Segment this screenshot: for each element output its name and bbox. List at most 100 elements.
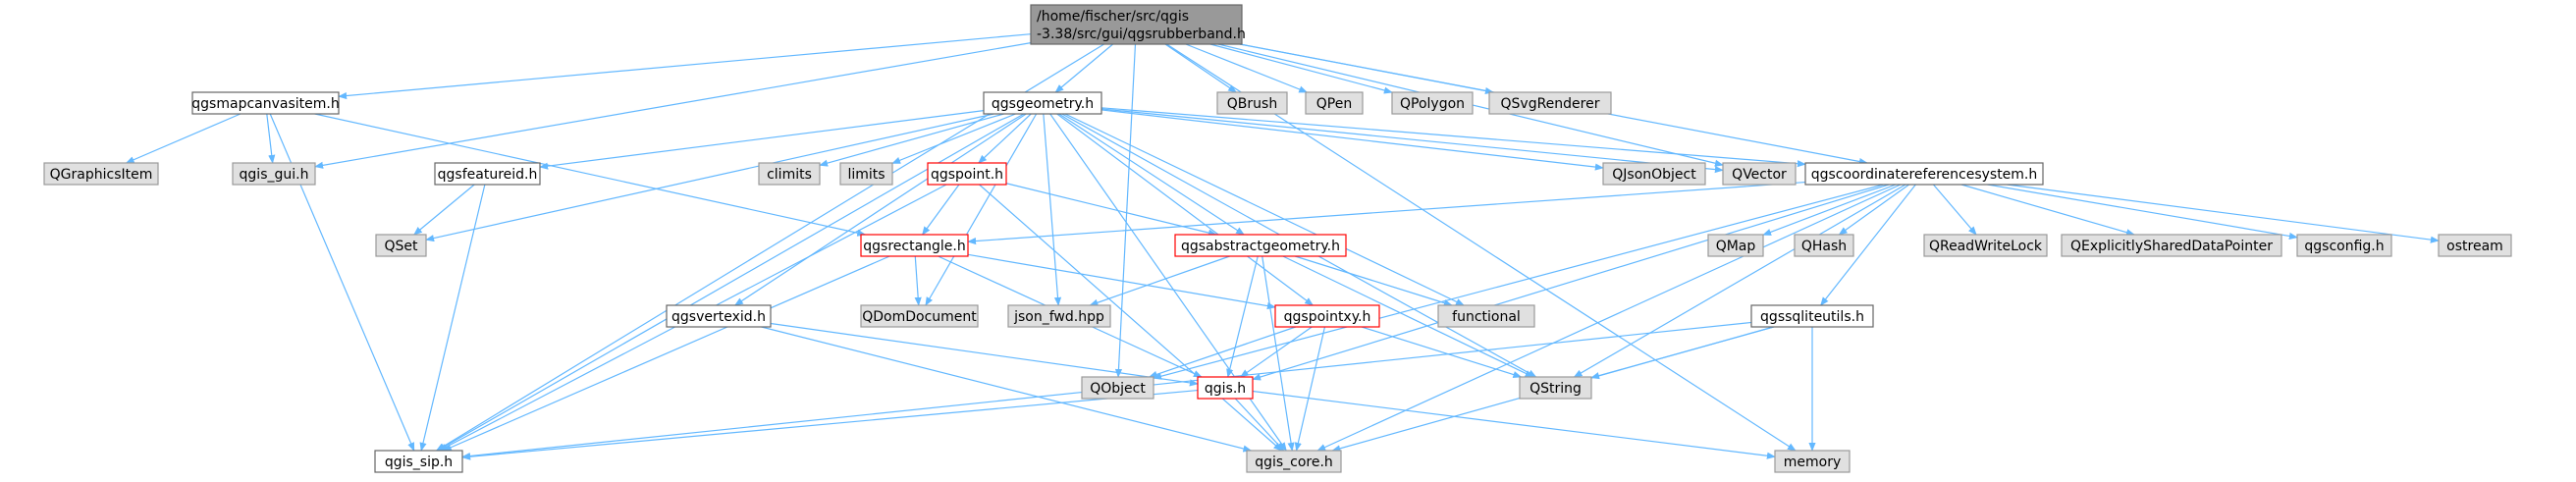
node-qgsrectangle[interactable]: qgsrectangle.h (860, 234, 969, 257)
node-QVector: QVector (1722, 162, 1797, 186)
node-box (983, 91, 1102, 115)
node-label: QExplicitlySharedDataPointer (2070, 239, 2273, 254)
edge-root-to-qgis_gui (314, 42, 1032, 169)
node-memory: memory (1774, 450, 1851, 473)
node-qgsvertexid[interactable]: qgsvertexid.h (666, 304, 772, 328)
node-QDomDocument: QDomDocument (860, 304, 979, 328)
edge-qgscrs-to-qgsconfig (1987, 184, 2298, 240)
node-qgspointxy[interactable]: qgspointxy.h (1274, 304, 1380, 328)
node-QReadWriteLock: QReadWriteLock (1923, 234, 2048, 257)
node-box (860, 304, 979, 328)
node-label: qgsabstractgeometry.h (1181, 239, 1340, 254)
node-box (1174, 234, 1347, 257)
node-QHash: QHash (1794, 234, 1854, 257)
edge-qgsgeometry-to-qgscrs (1100, 107, 1806, 168)
node-label: QPen (1316, 96, 1352, 112)
node-qgsmapcanvasitem[interactable]: qgsmapcanvasitem.h (191, 91, 340, 115)
edge-qgscrs-to-qgsrectangle (967, 181, 1806, 245)
edge-qgsabstractgeometry-to-qgis (1226, 255, 1259, 378)
edge-root-to-QPen (1185, 43, 1309, 93)
edge-qgis-to-memory (1252, 390, 1776, 459)
node-box (43, 162, 159, 186)
node-label: QSvgRenderer (1501, 96, 1600, 112)
edge-qgsrectangle-to-qgspointxy (967, 253, 1276, 310)
node-box (434, 162, 541, 186)
node-box (1750, 304, 1874, 328)
edge-qgscrs-to-qgis_core (1316, 184, 1902, 452)
edge-root-to-qgsgeometry (1054, 43, 1114, 93)
node-label: QMap (1716, 239, 1756, 254)
node-box (1246, 450, 1342, 473)
edge-qgsgeometry-to-qgsfeatureid (539, 110, 985, 170)
node-qgssqliteutils[interactable]: qgssqliteutils.h (1750, 304, 1874, 328)
node-box (2296, 234, 2392, 257)
node-QGraphicsItem: QGraphicsItem (43, 162, 159, 186)
node-label: ostream (2446, 239, 2503, 254)
edge-qgsgeometry-to-QJsonObject (1100, 109, 1604, 171)
node-json_fwd: json_fwd.hpp (1007, 304, 1111, 328)
edge-qgscrs-to-qgis (1252, 184, 1890, 381)
node-qgis_sip[interactable]: qgis_sip.h (374, 450, 463, 473)
node-box (191, 91, 340, 115)
edge-qgsfeatureid-to-QSet (413, 184, 475, 236)
edge-qgsmapcanvasitem-to-qgis_gui (266, 113, 276, 164)
node-label: QBrush (1227, 96, 1277, 112)
node-label: QObject (1090, 381, 1146, 397)
node-label: qgsrectangle.h (863, 239, 965, 254)
node-box (232, 162, 316, 186)
node-label: qgsconfig.h (2304, 239, 2384, 254)
node-qgscrs[interactable]: qgscoordinatereferencesystem.h (1804, 162, 2044, 186)
node-label: QVector (1732, 167, 1787, 183)
edge-qgscrs-to-ostream (2007, 184, 2440, 243)
node-label: qgspointxy.h (1284, 309, 1371, 325)
edge-qgsvertexid-to-qgis_core (761, 326, 1253, 453)
node-QSet: QSet (375, 234, 427, 257)
edge-qgspointxy-to-QString (1361, 326, 1523, 379)
node-box (1923, 234, 2048, 257)
node-QBrush: QBrush (1216, 91, 1288, 115)
node-box (1488, 91, 1612, 115)
edge-qgsvertexid-to-qgis (770, 322, 1199, 387)
node-box (1305, 91, 1364, 115)
edge-qgspointxy-to-qgis (1239, 326, 1313, 378)
node-qgsabstractgeometry[interactable]: qgsabstractgeometry.h (1174, 234, 1347, 257)
node-QJsonObject: QJsonObject (1602, 162, 1706, 186)
edge-qgsabstractgeometry-to-json_fwd (1089, 255, 1230, 306)
edge-qgsfeatureid-to-qgis_sip (419, 184, 486, 452)
edge-qgscrs-to-QReadWriteLock (1932, 184, 1977, 236)
node-QPolygon: QPolygon (1391, 91, 1474, 115)
node-qgsfeatureid[interactable]: qgsfeatureid.h (434, 162, 541, 186)
node-label: QString (1530, 381, 1582, 397)
node-box (2438, 234, 2512, 257)
node-label: QJsonObject (1612, 167, 1696, 183)
node-box (860, 234, 969, 257)
node-qgsgeometry[interactable]: qgsgeometry.h (983, 91, 1102, 115)
node-ostream: ostream (2438, 234, 2512, 257)
edge-qgsabstractgeometry-to-QString (1282, 255, 1534, 378)
node-qgis[interactable]: qgis.h (1197, 376, 1254, 400)
edge-qgsgeometry-to-functional (1064, 113, 1465, 306)
edge-qgsgeometry-to-qgsvertexid (733, 113, 1027, 306)
edge-qgscrs-to-QMap (1762, 184, 1897, 236)
node-label: QHash (1801, 239, 1847, 254)
node-label: qgsfeatureid.h (438, 167, 538, 183)
node-label: QPolygon (1400, 96, 1465, 112)
edge-qgsgeometry-to-qgspoint (978, 113, 1032, 164)
node-root[interactable]: /home/fischer/src/qgis-3.38/src/gui/qgsr… (1030, 4, 1246, 45)
node-qgspoint[interactable]: qgspoint.h (927, 162, 1007, 186)
edge-qgsabstractgeometry-to-qgis_core (1261, 255, 1295, 452)
edge-qgspointxy-to-qgis_core (1294, 326, 1326, 452)
node-box (1081, 376, 1154, 400)
nodes-layer: /home/fischer/src/qgis-3.38/src/gui/qgsr… (43, 4, 2512, 473)
edge-root-to-QBrush (1164, 43, 1238, 93)
edge-qgscrs-to-QObject (1153, 184, 1884, 380)
node-QSvgRenderer: QSvgRenderer (1488, 91, 1612, 115)
node-limits: limits (839, 162, 893, 186)
edge-root-to-QPolygon (1209, 43, 1393, 94)
node-label: functional (1452, 309, 1521, 325)
edge-qgsgeometry-to-QDomDocument (925, 113, 1038, 306)
node-label: qgscoordinatereferencesystem.h (1811, 167, 2038, 183)
node-QPen: QPen (1305, 91, 1364, 115)
node-box (927, 162, 1007, 186)
node-label: qgsmapcanvasitem.h (191, 96, 339, 112)
